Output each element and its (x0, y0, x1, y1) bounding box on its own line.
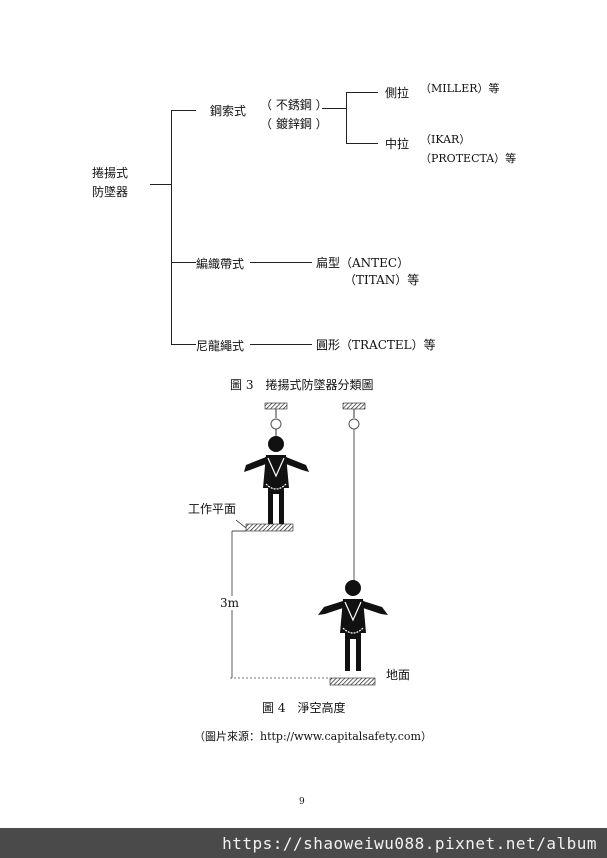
tree-root-line2: 防墜器 (92, 185, 129, 199)
wire-type-stainless: （ 不銹鋼 ） (260, 98, 328, 112)
webbing-titan: （TITAN）等 (344, 273, 420, 287)
worker-standing-icon (244, 429, 309, 524)
worker-arrested-icon (318, 580, 388, 671)
tree-root-line1: 捲揚式 (92, 166, 129, 180)
page-number: 9 (299, 797, 305, 807)
branch-nylon-rope: 尼龍繩式 (196, 339, 245, 353)
webbing-flat-antec: 扁型（ANTEC） (316, 256, 410, 270)
center-pull-brand-protecta: （PROTECTA）等 (420, 152, 517, 165)
center-pull-brand-ikar: （IKAR） (420, 133, 471, 146)
work-platform (245, 523, 294, 532)
watermark-url: https://shaoweiwu088.pixnet.net/album (222, 834, 597, 853)
ground-label: 地面 (386, 668, 411, 682)
ground-surface (329, 677, 376, 686)
figure-4-caption: 圖 4 淨空高度 (262, 701, 346, 715)
anchor-left (264, 402, 288, 430)
wire-type-galvanized: （ 鍍鋅鋼 ） (260, 117, 328, 131)
branch-webbing: 編織帶式 (196, 257, 245, 271)
center-pull-label: 中拉 (385, 137, 410, 151)
image-source: （圖片來源：http://www.capitalsafety.com） (194, 730, 432, 743)
side-pull-brand: （MILLER）等 (420, 82, 500, 95)
figure-3-caption: 圖 3 捲揚式防墜器分類圖 (230, 378, 374, 392)
work-platform-label: 工作平面 (188, 502, 237, 516)
side-pull-label: 側拉 (385, 86, 410, 100)
watermark-bar: https://shaoweiwu088.pixnet.net/album (0, 828, 607, 858)
height-label: 3m (218, 596, 242, 610)
clearance-height-illustration (230, 402, 388, 686)
anchor-right (342, 402, 366, 430)
branch-wire-rope: 鋼索式 (210, 104, 247, 118)
nylon-round-tractel: 圓形（TRACTEL）等 (316, 338, 436, 352)
